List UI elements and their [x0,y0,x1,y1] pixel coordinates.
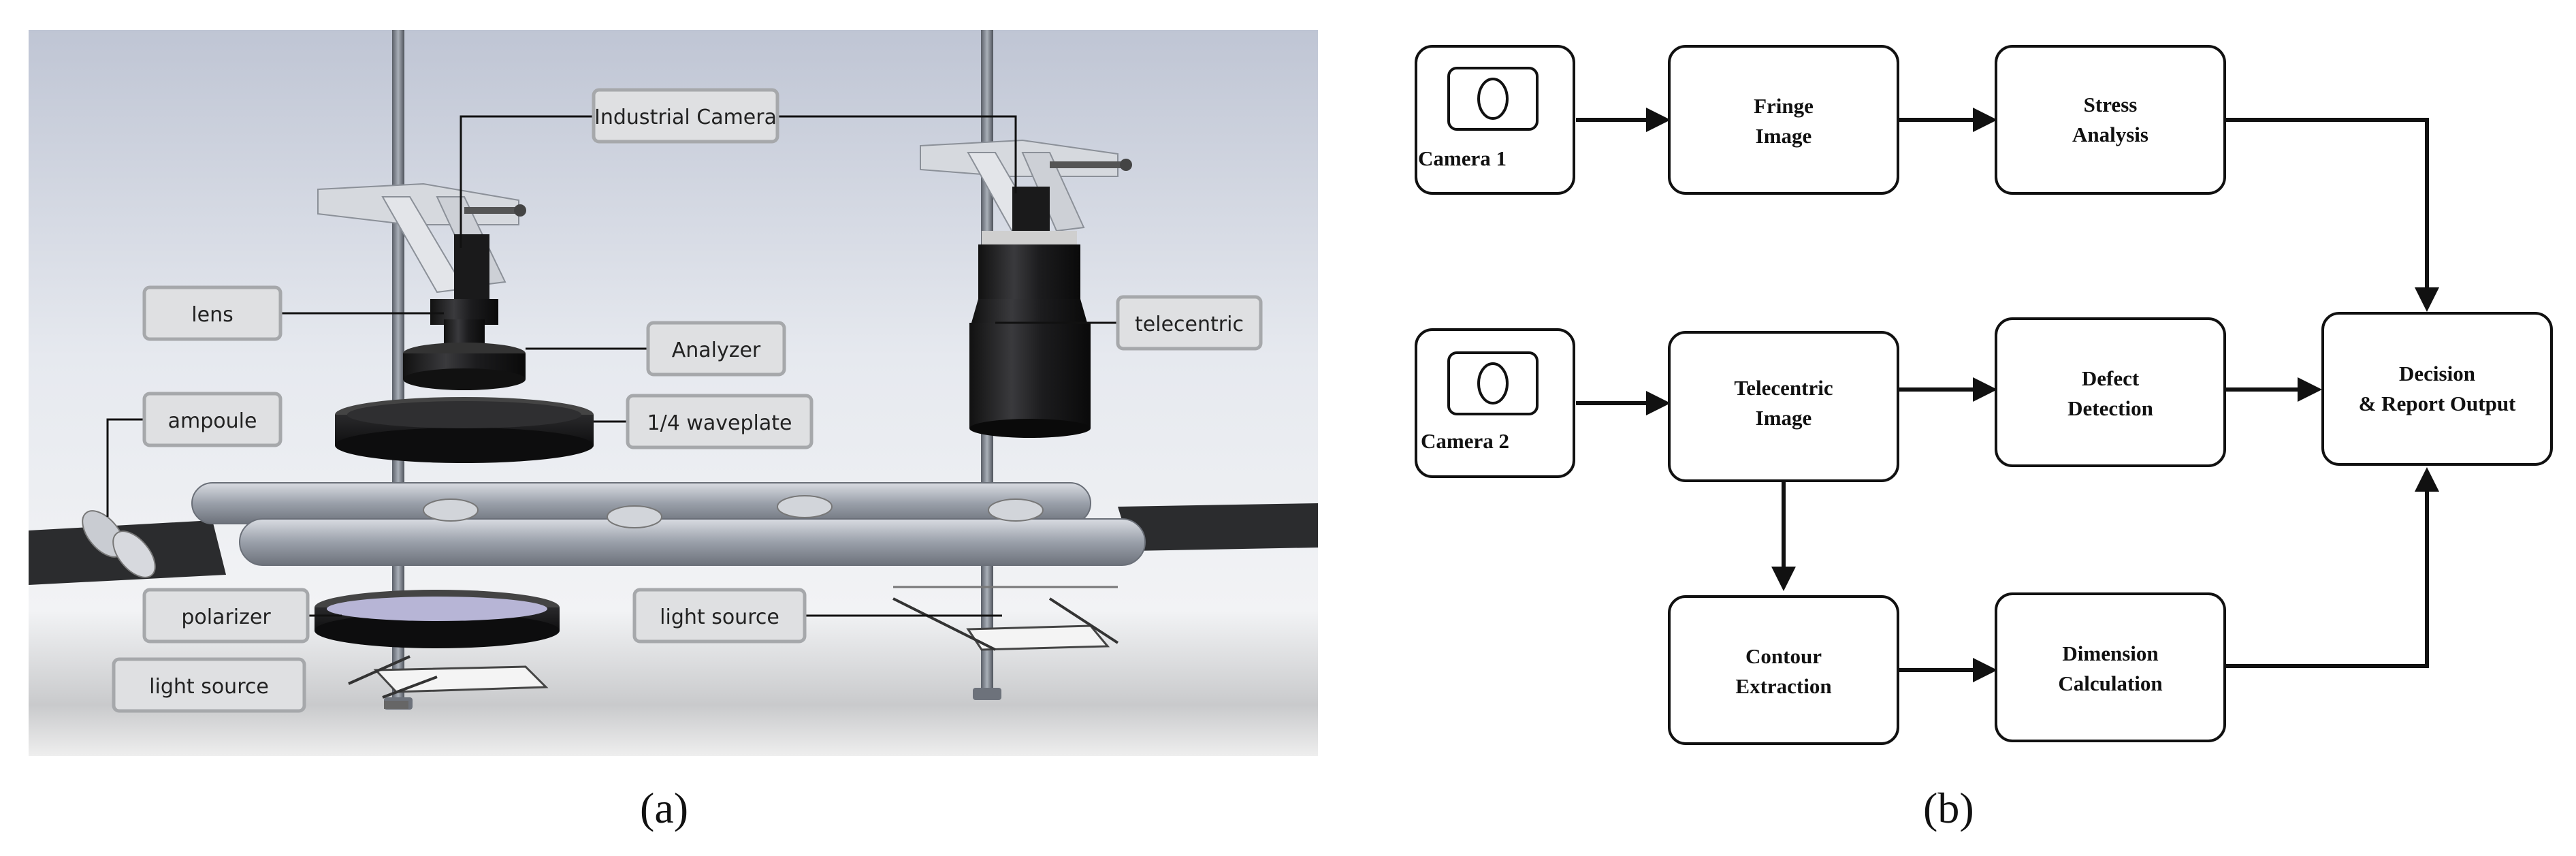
light-source-right-fixture [892,586,1119,651]
svg-text:light source: light source [149,675,269,699]
svg-text:Analysis: Analysis [2072,123,2148,146]
label-ampoule: ampoule [142,392,283,447]
contour-extraction-node: Contour Extraction [1668,595,1899,745]
label-industrial-camera: Industrial Camera [592,88,779,144]
right-camera-assembly [920,139,1132,438]
svg-text:telecentric: telecentric [1135,313,1244,336]
svg-text:lens: lens [191,303,233,327]
svg-text:Calculation: Calculation [2058,671,2162,695]
dimension-calculation-node: Dimension Calculation [1995,592,2226,742]
label-analyzer: Analyzer [646,321,786,377]
leader-lines [106,115,1118,617]
label-polarizer: polarizer [142,588,310,644]
svg-text:Image: Image [1756,124,1812,148]
svg-text:Fringe: Fringe [1754,94,1814,118]
left-camera-assembly [317,183,526,390]
apparatus-render: Industrial Camera lens Analyzer telecent… [29,30,1318,756]
label-telecentric: telecentric [1116,295,1263,351]
telecentric-image-node: Telecentric Image [1668,331,1899,482]
quarter-waveplate [335,397,594,463]
flow-connectors [1576,108,2439,682]
ampoules [82,495,1044,578]
caption-a: (a) [640,784,689,832]
svg-text:Telecentric: Telecentric [1734,376,1833,400]
svg-text:light source: light source [660,605,779,629]
svg-text:Industrial Camera: Industrial Camera [594,106,777,129]
stress-analysis-node: Stress Analysis [1995,45,2226,195]
label-light-source-right: light source [632,588,807,644]
camera-1-node: Camera 1 [1415,45,1575,195]
label-light-source-left: light source [112,657,306,713]
svg-text:Decision: Decision [2399,362,2475,385]
svg-text:Dimension: Dimension [2062,641,2158,665]
svg-text:Camera 1: Camera 1 [1418,146,1507,170]
svg-text:Detection: Detection [2067,396,2153,420]
label-lens: lens [142,285,283,341]
svg-text:Analyzer: Analyzer [672,338,761,362]
svg-text:polarizer: polarizer [181,605,271,629]
defect-detection-node: Defect Detection [1995,317,2226,467]
polarizer-plate [315,590,560,648]
svg-text:& Report Output: & Report Output [2359,392,2516,415]
svg-text:Contour: Contour [1745,644,1822,668]
svg-text:Stress: Stress [2084,93,2138,116]
camera-2-node: Camera 2 [1415,328,1575,478]
svg-text:Camera 2: Camera 2 [1421,429,1509,453]
svg-text:Image: Image [1756,406,1812,430]
processing-flowchart: Camera 1 Fringe Image Stress Analysis Ca… [1415,45,2553,745]
svg-text:Defect: Defect [2082,366,2140,390]
svg-text:Extraction: Extraction [1735,674,1831,698]
svg-text:ampoule: ampoule [168,409,257,433]
fringe-image-node: Fringe Image [1668,45,1899,195]
light-source-left-fixture [348,655,549,709]
decision-report-node: Decision & Report Output [2321,312,2553,466]
caption-b: (b) [1923,784,1974,832]
svg-text:1/4 waveplate: 1/4 waveplate [647,411,792,435]
label-waveplate: 1/4 waveplate [626,394,814,449]
